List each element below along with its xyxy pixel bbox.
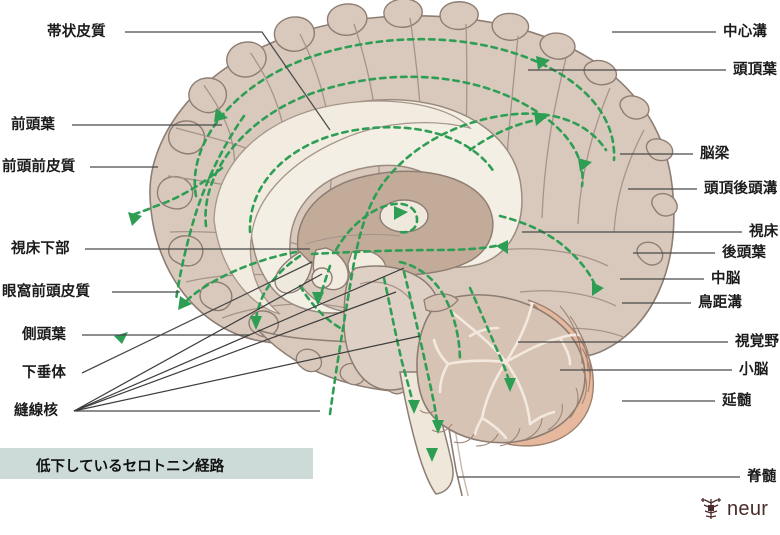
- leader-line-left-6: [81, 261, 313, 374]
- label-right-7: 鳥距溝: [698, 295, 743, 311]
- cerebellum: [416, 293, 594, 447]
- label-left-4: 眼窩前頭皮質: [2, 284, 91, 300]
- label-right-0: 中心溝: [723, 24, 768, 40]
- brand-text: neur: [727, 497, 769, 520]
- label-left-0: 帯状皮質: [47, 24, 106, 40]
- label-right-1: 頭頂葉: [733, 62, 778, 78]
- label-left-2: 前頭前皮質: [2, 159, 76, 175]
- leader-lines-left: [72, 31, 331, 412]
- label-left-1: 前頭葉: [11, 117, 56, 133]
- leader-lines-right: [458, 31, 742, 478]
- pathway-arrowheads: [114, 56, 604, 462]
- serotonin-pathways: [128, 37, 616, 430]
- label-right-4: 視床: [749, 224, 779, 240]
- label-left-5: 側頭葉: [22, 327, 67, 343]
- legend-band: [0, 448, 313, 479]
- brand-logo: neur: [700, 497, 768, 521]
- deep-white-matter: [213, 100, 472, 315]
- label-right-2: 脳梁: [700, 146, 730, 162]
- label-right-9: 小脳: [739, 362, 769, 378]
- label-left-6: 下垂体: [22, 365, 67, 381]
- leader-lines-cluster: [73, 267, 421, 412]
- label-right-3: 頭頂後頭溝: [704, 181, 778, 197]
- label-right-6: 中脳: [711, 271, 741, 287]
- neuron-tree-icon: [701, 498, 721, 519]
- label-left-3: 視床下部: [11, 241, 70, 257]
- label-right-8: 視覚野: [735, 334, 780, 350]
- label-right-5: 後頭葉: [722, 245, 767, 261]
- label-left-7: 縫線核: [14, 403, 59, 419]
- label-right-11: 脊髄: [747, 469, 777, 485]
- legend-label: 低下しているセロトニン経路: [36, 459, 225, 475]
- leader-line-left-0: [125, 31, 331, 131]
- label-right-10: 延髄: [722, 393, 752, 409]
